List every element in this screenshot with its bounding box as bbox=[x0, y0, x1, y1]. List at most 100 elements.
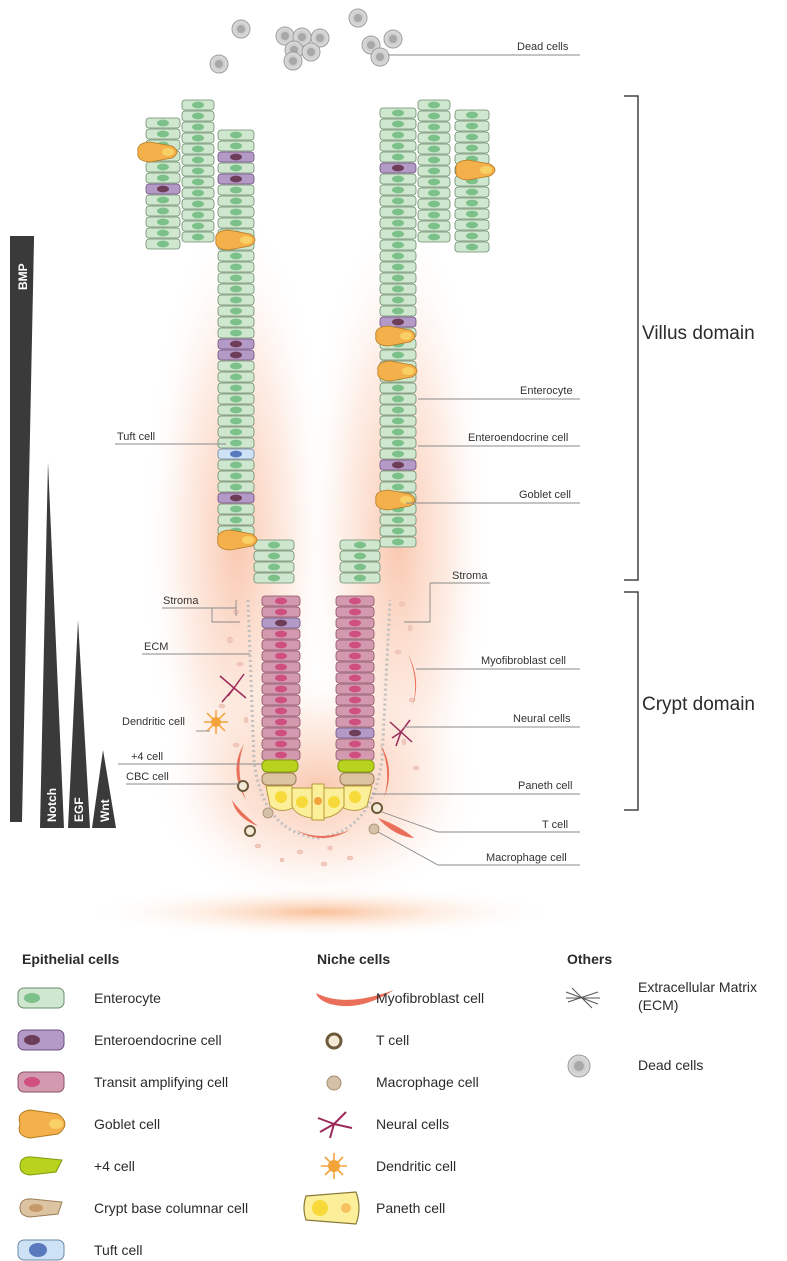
villus1-inner-cell-nucleus bbox=[230, 165, 242, 172]
villus1-inner-cell-nucleus bbox=[230, 352, 242, 359]
crypt-left-cell-nucleus bbox=[275, 697, 287, 704]
transition-right-cell-nucleus bbox=[354, 564, 366, 571]
legend-plus4: +4 cell bbox=[94, 1158, 135, 1174]
villus2-top-cell-nucleus bbox=[428, 146, 440, 153]
crypt-right-cell-nucleus bbox=[349, 609, 361, 616]
villus1-outer-cell-nucleus bbox=[157, 186, 169, 193]
transition-left-cell-nucleus bbox=[268, 542, 280, 549]
legend-niche-title: Niche cells bbox=[317, 951, 390, 967]
goblet-cell-granule bbox=[162, 148, 174, 156]
dendritic-icon bbox=[321, 1153, 347, 1179]
enteroendocrine-cell-label: Enteroendocrine cell bbox=[468, 432, 568, 444]
villus1-inner-cell-nucleus bbox=[230, 407, 242, 414]
legend-t-cell: T cell bbox=[376, 1032, 409, 1048]
tuft-cell-label: Tuft cell bbox=[117, 431, 155, 443]
villus2-inner-cell-nucleus bbox=[392, 154, 404, 161]
cbc-cell bbox=[262, 773, 296, 785]
wnt-label: Wnt bbox=[98, 799, 112, 822]
goblet-cell-granule bbox=[242, 536, 254, 544]
plus4-icon bbox=[20, 1157, 62, 1175]
villus1-top-cell-nucleus bbox=[192, 190, 204, 197]
villus1-inner-cell-nucleus bbox=[230, 308, 242, 315]
crypt-left-cell-nucleus bbox=[275, 752, 287, 759]
villus1-top-cell-nucleus bbox=[192, 146, 204, 153]
villus1-top-cell-nucleus bbox=[192, 212, 204, 219]
villus2-outer-cell-nucleus bbox=[466, 200, 478, 207]
villus1-inner-cell-nucleus bbox=[230, 495, 242, 502]
t-cell-label: T cell bbox=[542, 819, 568, 831]
villus2-outer-cell-nucleus bbox=[466, 134, 478, 141]
villus1-outer-cell-nucleus bbox=[157, 208, 169, 215]
macrophage-cell-label: Macrophage cell bbox=[486, 852, 567, 864]
villus1-inner-cell-nucleus bbox=[230, 209, 242, 216]
legend: Epithelial cells Niche cells Others Ente… bbox=[18, 951, 757, 1260]
villus2-top-cell-nucleus bbox=[428, 201, 440, 208]
villus2-inner-cell-nucleus bbox=[392, 473, 404, 480]
villus1-inner-cell-nucleus bbox=[230, 198, 242, 205]
villus2-outer-cell-nucleus bbox=[466, 189, 478, 196]
legend-goblet: Goblet cell bbox=[94, 1116, 160, 1132]
villus1-top-cell-nucleus bbox=[192, 113, 204, 120]
villus2-inner-cell-nucleus bbox=[392, 165, 404, 172]
legend-myofibroblast: Myofibroblast cell bbox=[376, 990, 484, 1006]
villus1-inner-cell-nucleus bbox=[230, 220, 242, 227]
villus2-inner-cell-nucleus bbox=[392, 484, 404, 491]
villus1-inner-cell-nucleus bbox=[230, 396, 242, 403]
crypt-left-cell-nucleus bbox=[275, 719, 287, 726]
villus1-inner-cell-nucleus bbox=[230, 517, 242, 524]
villus2-top-cell-nucleus bbox=[428, 179, 440, 186]
legend-enterocyte: Enterocyte bbox=[94, 990, 161, 1006]
goblet-cell-label: Goblet cell bbox=[519, 489, 571, 501]
crypt-left-cell-nucleus bbox=[275, 664, 287, 671]
villus1-top-cell-nucleus bbox=[192, 201, 204, 208]
neural-icon bbox=[318, 1112, 352, 1138]
villus1-inner-cell-nucleus bbox=[230, 143, 242, 150]
crypt-left-cell-nucleus bbox=[275, 598, 287, 605]
villus1-top-cell-nucleus bbox=[192, 223, 204, 230]
villus2-inner-cell-nucleus bbox=[392, 528, 404, 535]
crypt-right-cell-nucleus bbox=[349, 598, 361, 605]
villus1-inner-cell-nucleus bbox=[230, 374, 242, 381]
villus1-outer-cell-nucleus bbox=[157, 197, 169, 204]
villus2-inner-cell-nucleus bbox=[392, 231, 404, 238]
villus2-top-cell-nucleus bbox=[428, 190, 440, 197]
villus1-outer-cell-nucleus bbox=[157, 131, 169, 138]
crypt-right-cell-nucleus bbox=[349, 708, 361, 715]
villus-domain-label: Villus domain bbox=[642, 323, 755, 344]
villus1-inner-cell-nucleus bbox=[230, 253, 242, 260]
villus2-inner-cell-nucleus bbox=[392, 385, 404, 392]
ecm-label: ECM bbox=[144, 641, 168, 653]
crypt-domain-label: Crypt domain bbox=[642, 694, 755, 715]
villus2-outer-cell-nucleus bbox=[466, 123, 478, 130]
cbc-cell bbox=[340, 773, 374, 785]
villus1-inner-cell-nucleus bbox=[230, 385, 242, 392]
villus2-inner-cell-nucleus bbox=[392, 308, 404, 315]
dendritic-cell bbox=[204, 710, 228, 734]
villus1-inner-cell-nucleus bbox=[230, 154, 242, 161]
villus1-inner-cell-nucleus bbox=[230, 451, 242, 458]
crypt-left-cell-nucleus bbox=[275, 609, 287, 616]
crypt-right-cell-nucleus bbox=[349, 675, 361, 682]
stroma-right-label: Stroma bbox=[452, 570, 488, 582]
legend-enteroendocrine: Enteroendocrine cell bbox=[94, 1032, 222, 1048]
villus2-inner-cell-nucleus bbox=[392, 253, 404, 260]
villus2-inner-cell-nucleus bbox=[392, 110, 404, 117]
villus1-inner-cell-nucleus bbox=[230, 187, 242, 194]
dead-cells-group bbox=[210, 9, 402, 73]
villus1-top-cell-nucleus bbox=[192, 102, 204, 109]
villus2-inner-cell-nucleus bbox=[392, 143, 404, 150]
villus2-inner-cell-nucleus bbox=[392, 440, 404, 447]
villus1-inner-cell-nucleus bbox=[230, 264, 242, 271]
villus1-inner-cell-nucleus bbox=[230, 473, 242, 480]
plus4-cell-label: +4 cell bbox=[131, 751, 163, 763]
crypt-right-cell-nucleus bbox=[349, 697, 361, 704]
transition-right-cell-nucleus bbox=[354, 542, 366, 549]
dendritic-cell-label: Dendritic cell bbox=[122, 716, 185, 728]
notch-gradient bbox=[40, 462, 64, 828]
legend-transit-amplifying: Transit amplifying cell bbox=[94, 1074, 228, 1090]
notch-label: Notch bbox=[45, 788, 59, 822]
villus2-inner-cell-nucleus bbox=[392, 132, 404, 139]
goblet-cell-granule bbox=[400, 332, 412, 340]
villus2-inner-cell-nucleus bbox=[392, 517, 404, 524]
